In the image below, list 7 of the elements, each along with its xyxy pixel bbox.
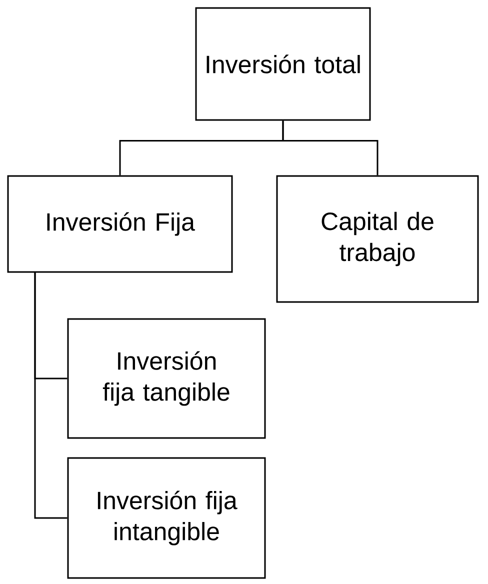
box: Inversión fija tangible: [67, 318, 266, 439]
connector-line: [34, 272, 68, 519]
connector-line: [282, 120, 378, 176]
box: Inversión Fija: [7, 175, 233, 273]
box: Inversión fija intangible: [67, 457, 266, 579]
box: Inversión total: [195, 7, 371, 121]
box: Capital de trabajo: [276, 175, 479, 303]
